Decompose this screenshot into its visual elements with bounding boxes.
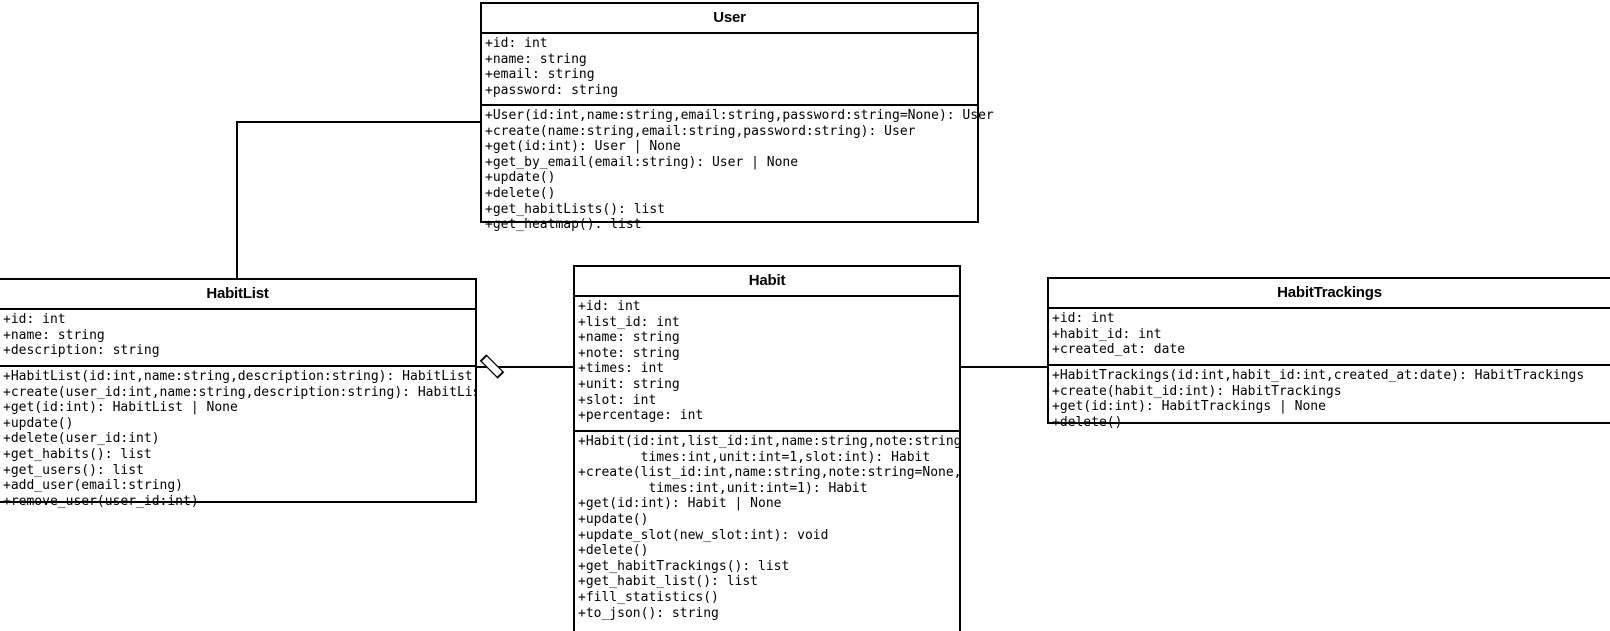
attribute-row: +id: int — [485, 36, 548, 51]
method-row: +create(list_id:int,name:string,note:str… — [578, 465, 959, 481]
method-row: +to_json(): string — [578, 605, 719, 621]
attribute-row: +email: string — [485, 67, 595, 83]
method-row: +add_user(email:string) — [3, 478, 184, 494]
method-row: +HabitList(id:int,name:string,descriptio… — [3, 369, 473, 384]
method-row: +get_habitLists(): list — [485, 201, 666, 217]
attribute-row: +description: string — [3, 343, 160, 359]
method-row: +delete() — [1052, 414, 1123, 430]
aggregation-diamond-icon — [478, 354, 508, 379]
method-row: +update() — [3, 415, 74, 431]
method-row: +get_heatmap(): list — [485, 217, 642, 233]
attributes-compartment-habittrackings: +id: int +habit_id: int +created_at: dat… — [1049, 309, 1610, 366]
methods-compartment-habitlist: +HabitList(id:int,name:string,descriptio… — [0, 367, 475, 512]
attribute-row: +id: int — [3, 312, 66, 327]
method-row: +User(id:int,name:string,email:string,pa… — [485, 108, 994, 123]
methods-compartment-habit: +Habit(id:int,list_id:int,name:string,no… — [575, 432, 959, 624]
method-row: +create(habit_id:int): HabitTrackings — [1052, 383, 1342, 399]
methods-compartment-habittrackings: +HabitTrackings(id:int,habit_id:int,crea… — [1049, 366, 1610, 433]
attributes-compartment-habitlist: +id: int +name: string +description: str… — [0, 310, 475, 367]
method-row: +remove_user(user_id:int) — [3, 493, 199, 509]
attribute-row: +slot: int — [578, 392, 657, 408]
class-title-user: User — [482, 4, 977, 34]
method-row-continuation: times:int,unit:int=1,slot:int): Habit — [578, 449, 931, 465]
edge-habit-habittrackings — [960, 366, 1049, 368]
method-row: +get(id:int): HabitList | None — [3, 400, 238, 416]
edge-user-habitlist-vertical — [236, 121, 238, 279]
method-row: +get_users(): list — [3, 462, 144, 478]
attribute-row: +name: string — [485, 51, 587, 67]
attribute-row: +name: string — [578, 330, 680, 346]
method-row: +delete() — [485, 185, 556, 201]
method-row: +fill_statistics() — [578, 589, 719, 605]
attribute-row: +note: string — [578, 345, 680, 361]
class-box-habittrackings[interactable]: HabitTrackings +id: int +habit_id: int +… — [1047, 277, 1610, 430]
class-title-habitlist: HabitList — [0, 280, 475, 310]
attribute-row: +name: string — [3, 327, 105, 343]
attributes-compartment-habit: +id: int +list_id: int +name: string +no… — [575, 297, 959, 432]
attribute-row: +list_id: int — [578, 314, 680, 330]
attribute-row: +times: int — [578, 361, 665, 377]
method-row: +get_by_email(email:string): User | None — [485, 154, 799, 170]
attribute-row: +unit: string — [578, 376, 680, 392]
class-box-habitlist[interactable]: HabitList +id: int +name: string +descri… — [0, 278, 477, 509]
class-title-habit: Habit — [575, 267, 959, 297]
method-row: +get(id:int): Habit | None — [578, 496, 782, 512]
method-row: +get_habit_list(): list — [578, 574, 759, 590]
attribute-row: +created_at: date — [1052, 342, 1186, 358]
class-box-user[interactable]: User +id: int +name: string +email: stri… — [480, 2, 994, 232]
method-row: +update_slot(new_slot:int): void — [578, 527, 829, 543]
method-row: +get(id:int): HabitTrackings | None — [1052, 399, 1326, 415]
method-row: +delete(user_id:int) — [3, 431, 160, 447]
method-row: +get(id:int): User | None — [485, 139, 681, 155]
method-row: +get_habits(): list — [3, 446, 152, 462]
method-row: +get_habitTrackings(): list — [578, 558, 790, 574]
class-box-habit[interactable]: Habit +id: int +list_id: int +name: stri… — [573, 265, 961, 631]
attribute-row: +id: int — [578, 299, 641, 314]
attributes-compartment-user: +id: int +name: string +email: string +p… — [482, 34, 977, 106]
edge-habitlist-habit — [477, 366, 575, 368]
method-row: +create(name:string,email:string,passwor… — [485, 123, 916, 139]
method-row: +Habit(id:int,list_id:int,name:string,no… — [578, 434, 959, 449]
method-row: +HabitTrackings(id:int,habit_id:int,crea… — [1052, 368, 1585, 383]
class-title-habittrackings: HabitTrackings — [1049, 279, 1610, 309]
edge-user-habitlist-horizontal — [236, 121, 481, 123]
attribute-row: +habit_id: int — [1052, 326, 1162, 342]
method-row: +delete() — [578, 543, 649, 559]
method-row-continuation: times:int,unit:int=1): Habit — [578, 480, 868, 496]
attribute-row: +password: string — [485, 82, 619, 98]
attribute-row: +id: int — [1052, 311, 1115, 326]
method-row: +update() — [485, 170, 556, 186]
method-row: +update() — [578, 511, 649, 527]
method-row: +create(user_id:int,name:string,descript… — [3, 384, 475, 400]
attribute-row: +percentage: int — [578, 408, 704, 424]
methods-compartment-user: +User(id:int,name:string,email:string,pa… — [482, 106, 994, 236]
